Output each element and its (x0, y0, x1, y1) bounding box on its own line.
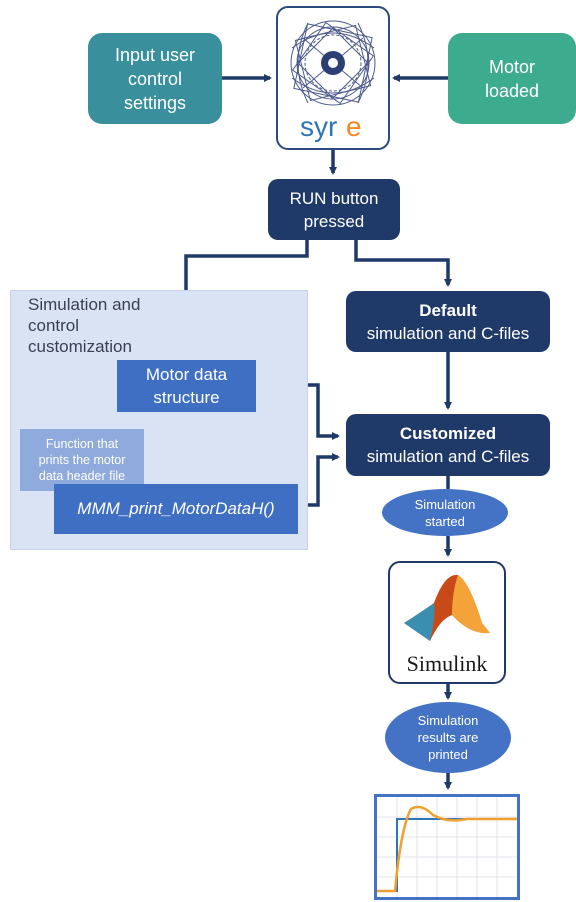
region-title: Simulation and control customization (28, 295, 141, 356)
default-node: Default simulation and C-files (346, 291, 550, 352)
step-response-chart-icon (374, 794, 520, 900)
customized-node: Customized simulation and C-files (346, 414, 550, 476)
default-label: simulation and C-files (366, 323, 530, 343)
print-function-node: MMM_print_MotorDataH() (54, 484, 298, 534)
customized-bold-label: Customized (399, 424, 497, 443)
simulink-logo-text: Simulink (407, 651, 488, 676)
arrow-run-to-default (354, 240, 452, 287)
simulation-started-node: Simulation started (382, 489, 508, 536)
customized-label: simulation and C-files (366, 447, 530, 466)
simulink-logo-icon: Simulink (388, 561, 506, 684)
run-button-node: RUN button pressed (268, 179, 400, 240)
svg-text:syr: syr (300, 111, 337, 142)
arrow-print-to-customized (298, 453, 340, 507)
simulation-results-node: Simulation results are printed (385, 702, 511, 773)
motor-loaded-node: Motor loaded (448, 33, 576, 124)
syre-logo-icon: syr e (276, 6, 390, 150)
function-note: Function that prints the motor data head… (20, 429, 144, 491)
default-bold-label: Default (419, 300, 477, 320)
motor-data-structure-node: Motor data structure (117, 360, 256, 412)
input-settings-node: Input user control settings (88, 33, 222, 124)
svg-text:e: e (346, 111, 362, 142)
